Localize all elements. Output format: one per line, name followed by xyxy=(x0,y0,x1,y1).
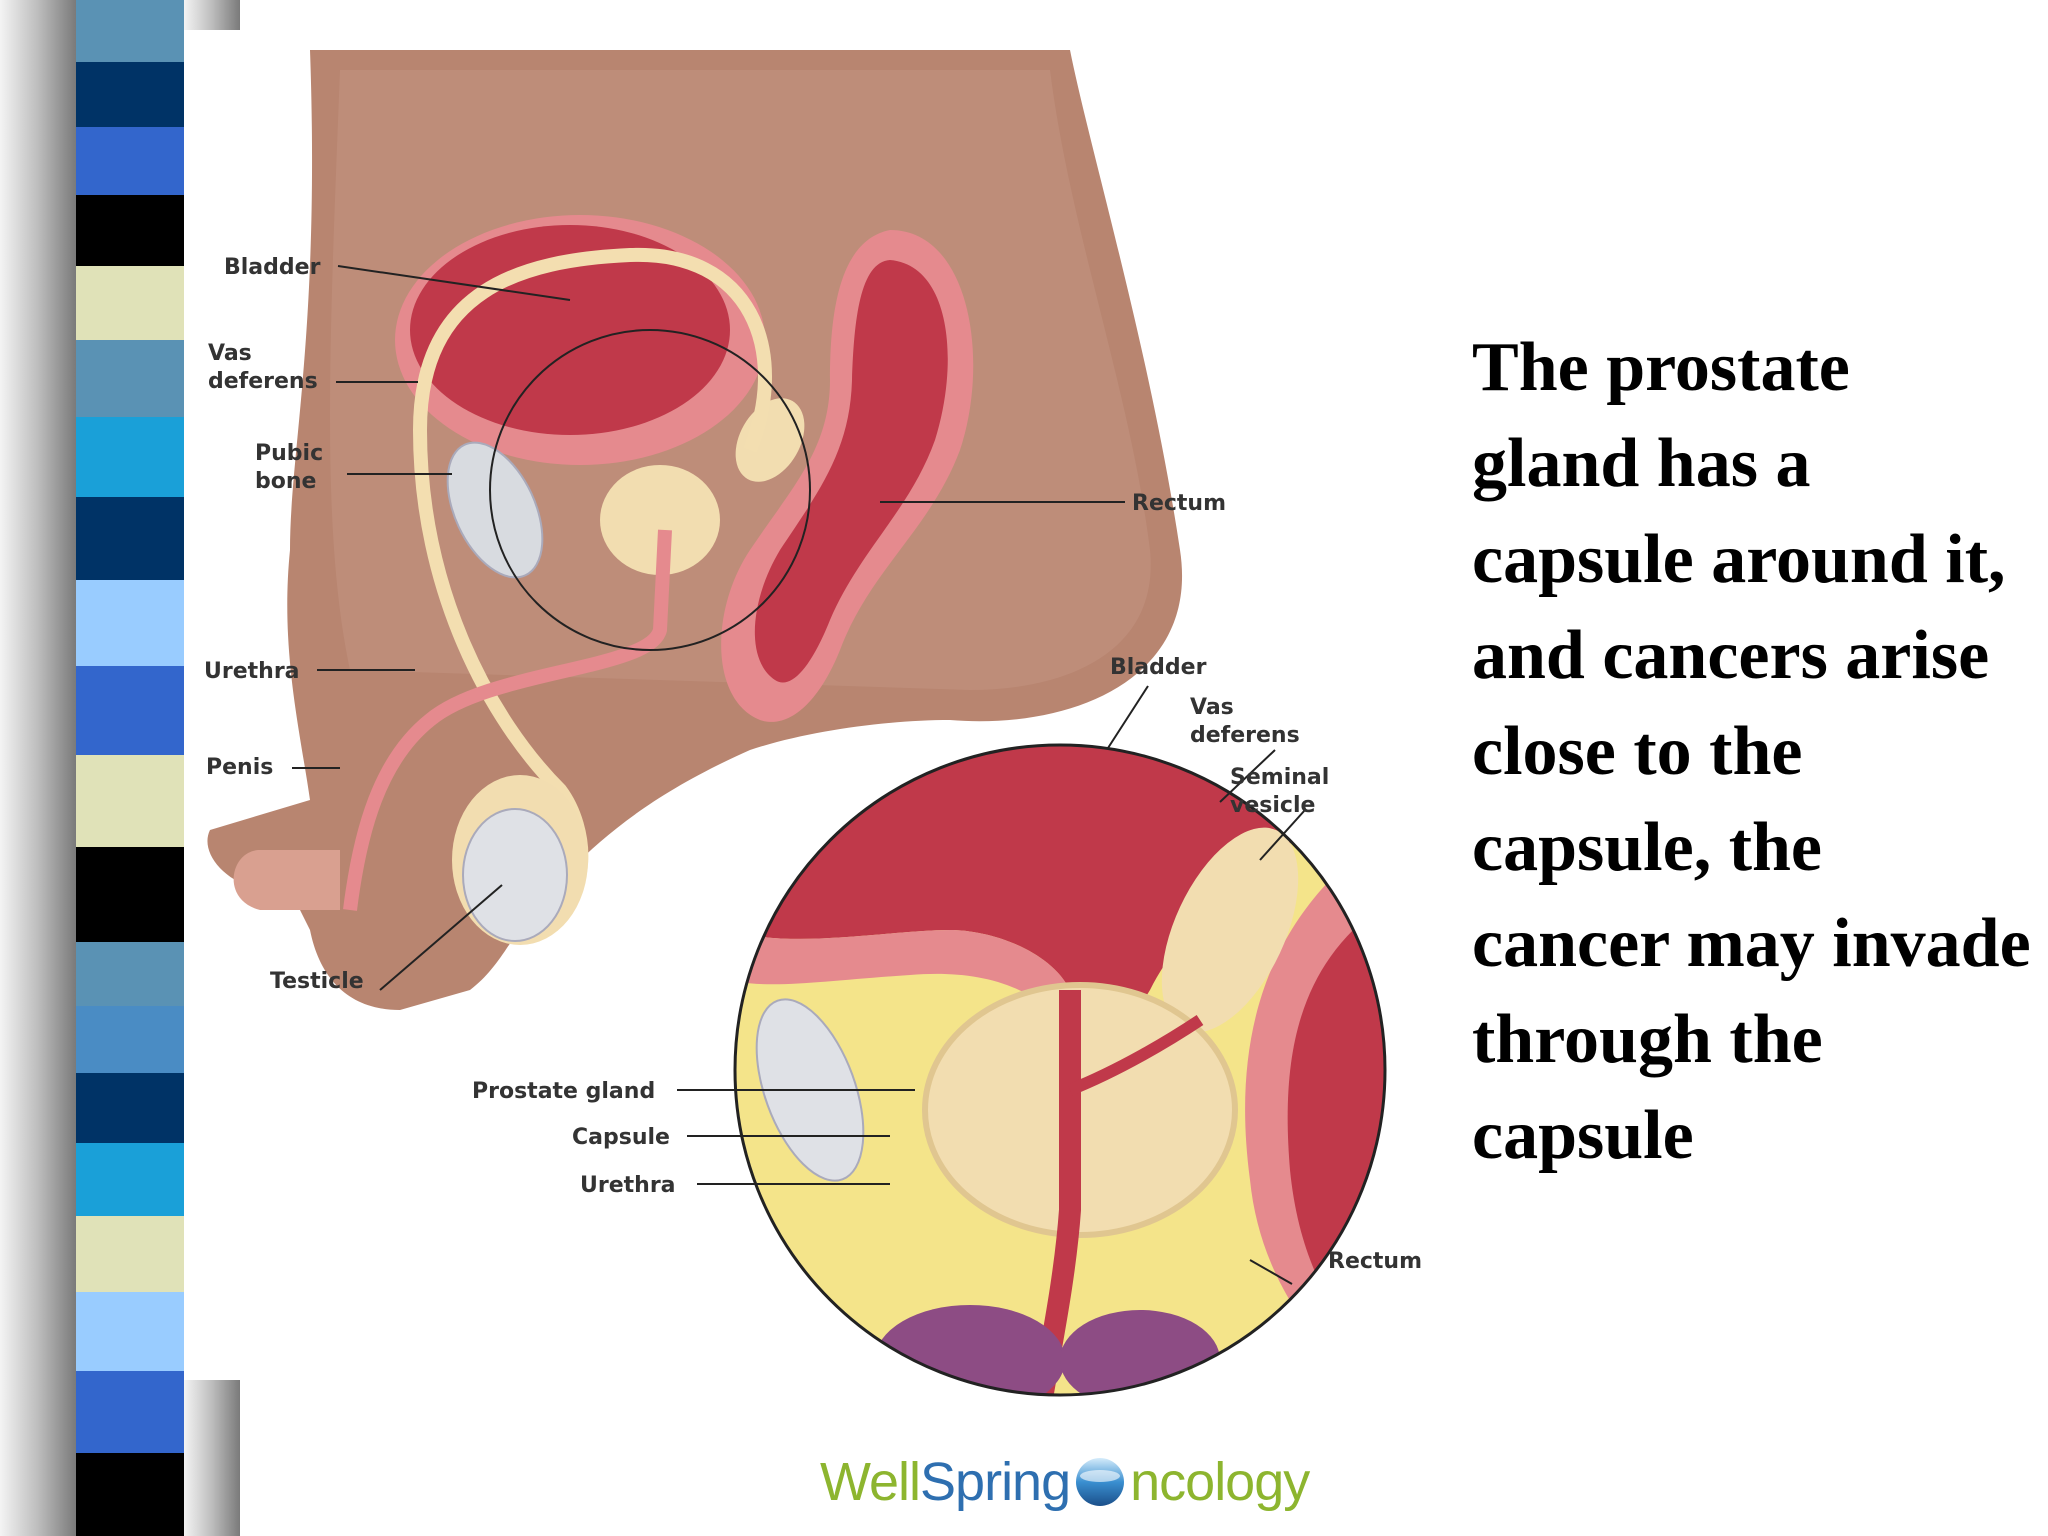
label-urethra: Urethra xyxy=(204,659,300,684)
prostate-shape xyxy=(600,465,720,575)
label-inset-seminal-line1: Seminal xyxy=(1230,765,1329,790)
label-vas-deferens-line1: Vas xyxy=(208,341,252,366)
label-penis: Penis xyxy=(206,755,273,780)
inset-magnified-view xyxy=(735,745,1385,1395)
sidebar-stripe xyxy=(76,1371,184,1453)
label-pubic-bone-line2: bone xyxy=(255,469,316,494)
sidebar-stripe xyxy=(76,497,184,580)
sidebar-stripe xyxy=(76,1073,184,1143)
sidebar-stripe xyxy=(76,1292,184,1371)
zoom-circle xyxy=(489,329,811,651)
sidebar-stripe xyxy=(76,127,184,195)
decorative-stripe-bar xyxy=(0,0,240,1536)
logo-text-well: Well xyxy=(820,1452,921,1512)
sidebar-stripe xyxy=(76,195,184,266)
sidebar-stripe xyxy=(76,417,184,497)
sidebar-stripe xyxy=(76,755,184,847)
sidebar-stripe xyxy=(76,1453,184,1536)
wellspring-oncology-logo: Well Spring ncology xyxy=(820,1442,1310,1522)
sidebar-stripe xyxy=(76,266,184,340)
sidebar-stripe xyxy=(76,1143,184,1216)
label-inset-vas-line1: Vas xyxy=(1190,695,1234,720)
slide-caption: The prostate gland has a capsule around … xyxy=(1472,329,2031,1174)
label-vas-deferens-line2: deferens xyxy=(208,369,318,394)
label-inset-seminal-line2: vesicle xyxy=(1230,793,1315,818)
label-inset-rectum: Rectum xyxy=(1328,1249,1422,1274)
sidebar-stripe xyxy=(76,942,184,1006)
label-inset-capsule: Capsule xyxy=(572,1125,670,1150)
sidebar-stripe xyxy=(76,847,184,942)
label-inset-prostate-gland: Prostate gland xyxy=(472,1079,655,1104)
label-inset-urethra: Urethra xyxy=(580,1173,676,1198)
label-bladder: Bladder xyxy=(224,255,321,280)
sidebar-stripe xyxy=(76,1006,184,1073)
sidebar-stripe xyxy=(76,580,184,666)
prostate-anatomy-diagram: Bladder Vas deferens Pubic bone Urethra … xyxy=(204,50,1422,1397)
logo-text-ncology: ncology xyxy=(1130,1452,1310,1512)
label-pubic-bone-line1: Pubic xyxy=(255,441,323,466)
sidebar-stripe xyxy=(76,340,184,417)
sidebar-stripe xyxy=(76,666,184,755)
sidebar-stripe xyxy=(76,62,184,127)
sidebar-stripe xyxy=(76,0,184,62)
label-inset-bladder: Bladder xyxy=(1110,655,1207,680)
label-inset-vas-line2: deferens xyxy=(1190,723,1300,748)
sidebar-stripe xyxy=(76,1216,184,1292)
logo-text-spring: Spring xyxy=(920,1452,1071,1512)
globe-icon xyxy=(1076,1458,1125,1506)
label-rectum: Rectum xyxy=(1132,491,1226,516)
pubic-bone-shape xyxy=(446,441,544,579)
urethra-path xyxy=(343,529,672,911)
label-testicle: Testicle xyxy=(270,969,364,994)
